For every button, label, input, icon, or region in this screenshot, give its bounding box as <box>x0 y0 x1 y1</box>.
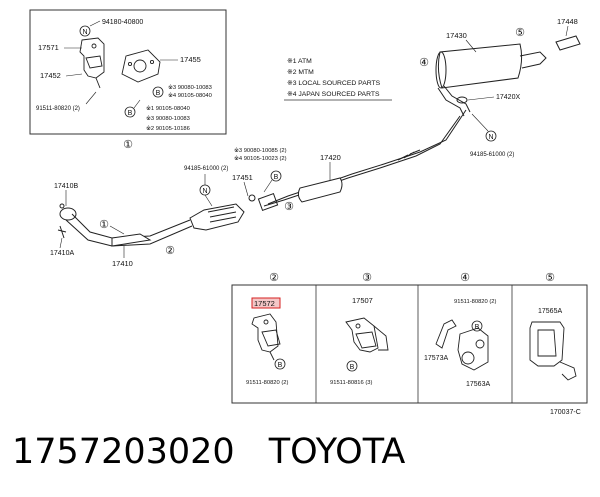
nut-symbol-letter: N <box>82 29 87 36</box>
label-17563a: 17563A <box>466 381 490 388</box>
label-bolt-p4: 91511-80820 (2) <box>454 299 497 305</box>
nut-symbol-letter: N <box>488 134 493 141</box>
notes-block: ※1 ATM ※2 MTM ※3 LOCAL SOURCED PARTS ※4 … <box>284 58 392 101</box>
bottom-panels: ② ③ ④ ⑤ 17572 B 91511-80820 (2) 17507 B … <box>231 272 588 416</box>
panel-callout-2: ② <box>269 272 279 284</box>
bolt-symbol <box>471 320 483 332</box>
note-2: ※2 MTM <box>287 69 314 76</box>
panel-callout-4: ④ <box>460 272 470 284</box>
bolt-symbol <box>152 86 164 98</box>
gasket-17410b <box>59 207 77 221</box>
tail-tip-17448 <box>555 35 581 51</box>
label-17452: 17452 <box>40 71 61 80</box>
bolt-symbol <box>270 170 282 182</box>
bottom-panels-frame <box>231 284 588 404</box>
label-17571: 17571 <box>38 43 59 52</box>
bolt-symbol <box>274 358 286 370</box>
gasket-17455 <box>121 49 161 83</box>
hanger-17573a <box>435 319 457 349</box>
resonator <box>297 177 343 203</box>
part-highlight-17572 <box>251 297 281 309</box>
bolt-symbol <box>124 106 136 118</box>
callout-3: ③ <box>284 201 294 213</box>
bracket-17507 <box>345 317 389 353</box>
label-17410b: 17410B <box>54 183 78 190</box>
label-17430: 17430 <box>446 31 467 40</box>
panel-callout-3: ③ <box>362 272 372 284</box>
note-1: ※1 ATM <box>287 58 312 65</box>
label-17507: 17507 <box>352 296 373 305</box>
callout-4: ④ <box>419 57 429 69</box>
caption: 1757203020 TOYOTA <box>12 432 405 472</box>
nut-symbol-letter: N <box>202 188 207 195</box>
bolt-symbol-letter: B <box>475 324 480 331</box>
label-ref-2: ※4 90105-08040 <box>168 92 212 99</box>
hanger-bracket-17571 <box>79 37 105 89</box>
label-ref-1: ※3 90080-10083 <box>168 84 212 91</box>
callout-2: ② <box>165 245 175 257</box>
panel-callout-5: ⑤ <box>545 272 555 284</box>
label-17565a: 17565A <box>538 308 562 315</box>
figure-code: 170037-C <box>550 409 581 416</box>
callout-1: ① <box>99 219 109 231</box>
label-17410a: 17410A <box>50 250 74 257</box>
note-4: ※4 JAPAN SOURCED PARTS <box>287 91 380 98</box>
rubber-hanger-17565a <box>529 321 577 381</box>
inset-top: N 94180-40800 17571 17452 17455 B B <box>29 9 227 135</box>
label-17420: 17420 <box>320 153 341 162</box>
inset-top-frame <box>29 9 227 135</box>
muffler-17430 <box>437 43 523 89</box>
rubber-mount-17563a <box>457 327 489 371</box>
bolt-symbol-letter: B <box>274 174 279 181</box>
label-17572: 17572 <box>254 299 275 308</box>
bolt-symbol-letter: B <box>278 362 283 369</box>
label-94180: 94180-40800 <box>102 19 143 26</box>
callout-1-inset: ① <box>123 139 133 151</box>
label-ref-3: ※1 90105-08040 <box>146 105 190 112</box>
label-17448: 17448 <box>557 17 578 26</box>
bracket-17572 <box>251 313 281 361</box>
bolt-symbol <box>346 360 358 372</box>
bolt-symbol-letter: B <box>350 364 355 371</box>
part-number: 1757203020 <box>12 432 235 472</box>
label-17455: 17455 <box>180 55 201 64</box>
label-17573a: 17573A <box>424 355 448 362</box>
label-bolt-ref-2: ※4 90105-10023 (2) <box>234 155 287 162</box>
label-bolt-ref-1: ※3 90080-10085 (2) <box>234 147 287 154</box>
note-3: ※3 LOCAL SOURCED PARTS <box>287 80 381 87</box>
label-bolt-p3: 91511-80816 (3) <box>330 380 373 386</box>
label-17410: 17410 <box>112 259 133 268</box>
nut-symbol <box>485 130 497 142</box>
bolt-symbol-letter: B <box>128 110 133 117</box>
label-17420x: 17420X <box>496 94 520 101</box>
label-bolt-p2: 91511-80820 (2) <box>246 380 289 386</box>
label-ref-5: ※2 90105-10186 <box>146 125 190 132</box>
catalytic-converter <box>189 203 245 231</box>
bolt-symbol-letter: B <box>156 90 161 97</box>
label-94185-right: 94185-61000 (2) <box>470 152 514 158</box>
label-ref-4: ※3 90080-10083 <box>146 115 190 122</box>
brand-name: TOYOTA <box>268 432 406 472</box>
nut-symbol <box>79 25 91 37</box>
parts-diagram: N 94180-40800 17571 17452 17455 B B <box>29 9 588 416</box>
callout-5: ⑤ <box>515 27 525 39</box>
center-pipe-17420 <box>267 109 467 205</box>
label-94185-left: 94185-61000 (2) <box>184 166 228 172</box>
label-91511: 91511-80820 (2) <box>36 106 80 112</box>
exhaust-assembly <box>57 35 581 247</box>
label-17451: 17451 <box>232 173 253 182</box>
